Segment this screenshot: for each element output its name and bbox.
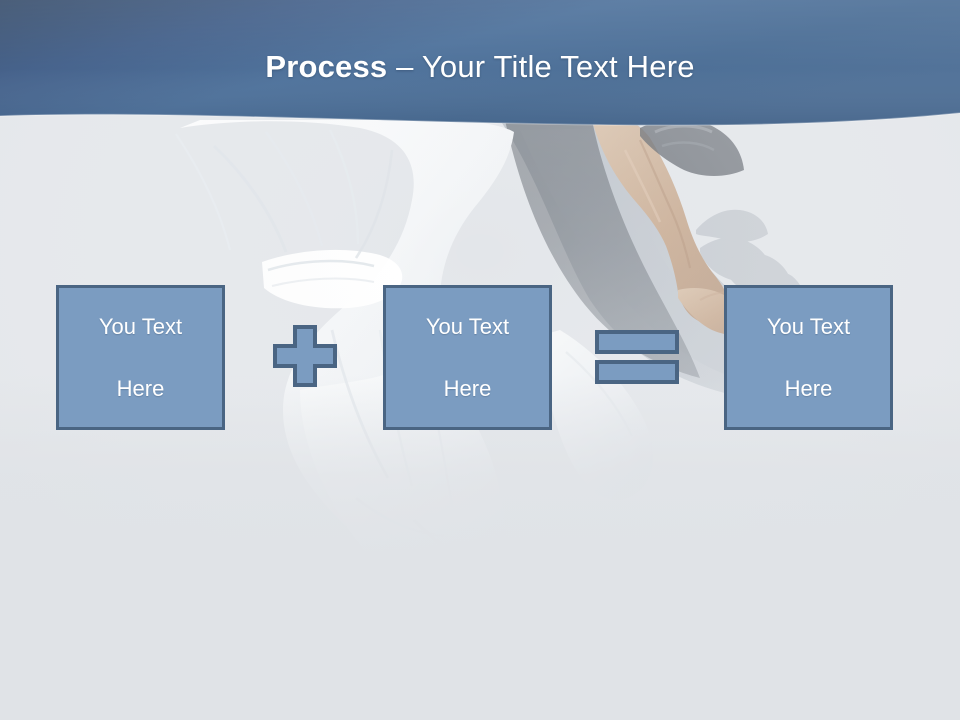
process-box-1-line1: You Text [98,314,183,339]
process-box-1[interactable]: You Text Here [56,285,225,430]
process-box-2[interactable]: You Text Here [383,285,552,430]
process-box-3[interactable]: You Text Here [724,285,893,430]
plus-icon [272,325,338,387]
process-box-3-text: You Text Here [747,311,870,404]
page-title-rest: – Your Title Text Here [387,49,695,84]
page-title: Process – Your Title Text Here [0,48,960,86]
process-box-2-line1: You Text [425,314,510,339]
equals-icon [594,329,680,387]
process-box-3-line2: Here [784,376,833,401]
process-box-1-line2: Here [116,376,165,401]
page-title-bold: Process [265,49,388,84]
slide-header-banner: Process – Your Title Text Here [0,0,960,135]
process-box-3-line1: You Text [766,314,851,339]
process-box-1-text: You Text Here [79,311,202,404]
process-box-2-text: You Text Here [406,311,529,404]
process-box-2-line2: Here [443,376,492,401]
